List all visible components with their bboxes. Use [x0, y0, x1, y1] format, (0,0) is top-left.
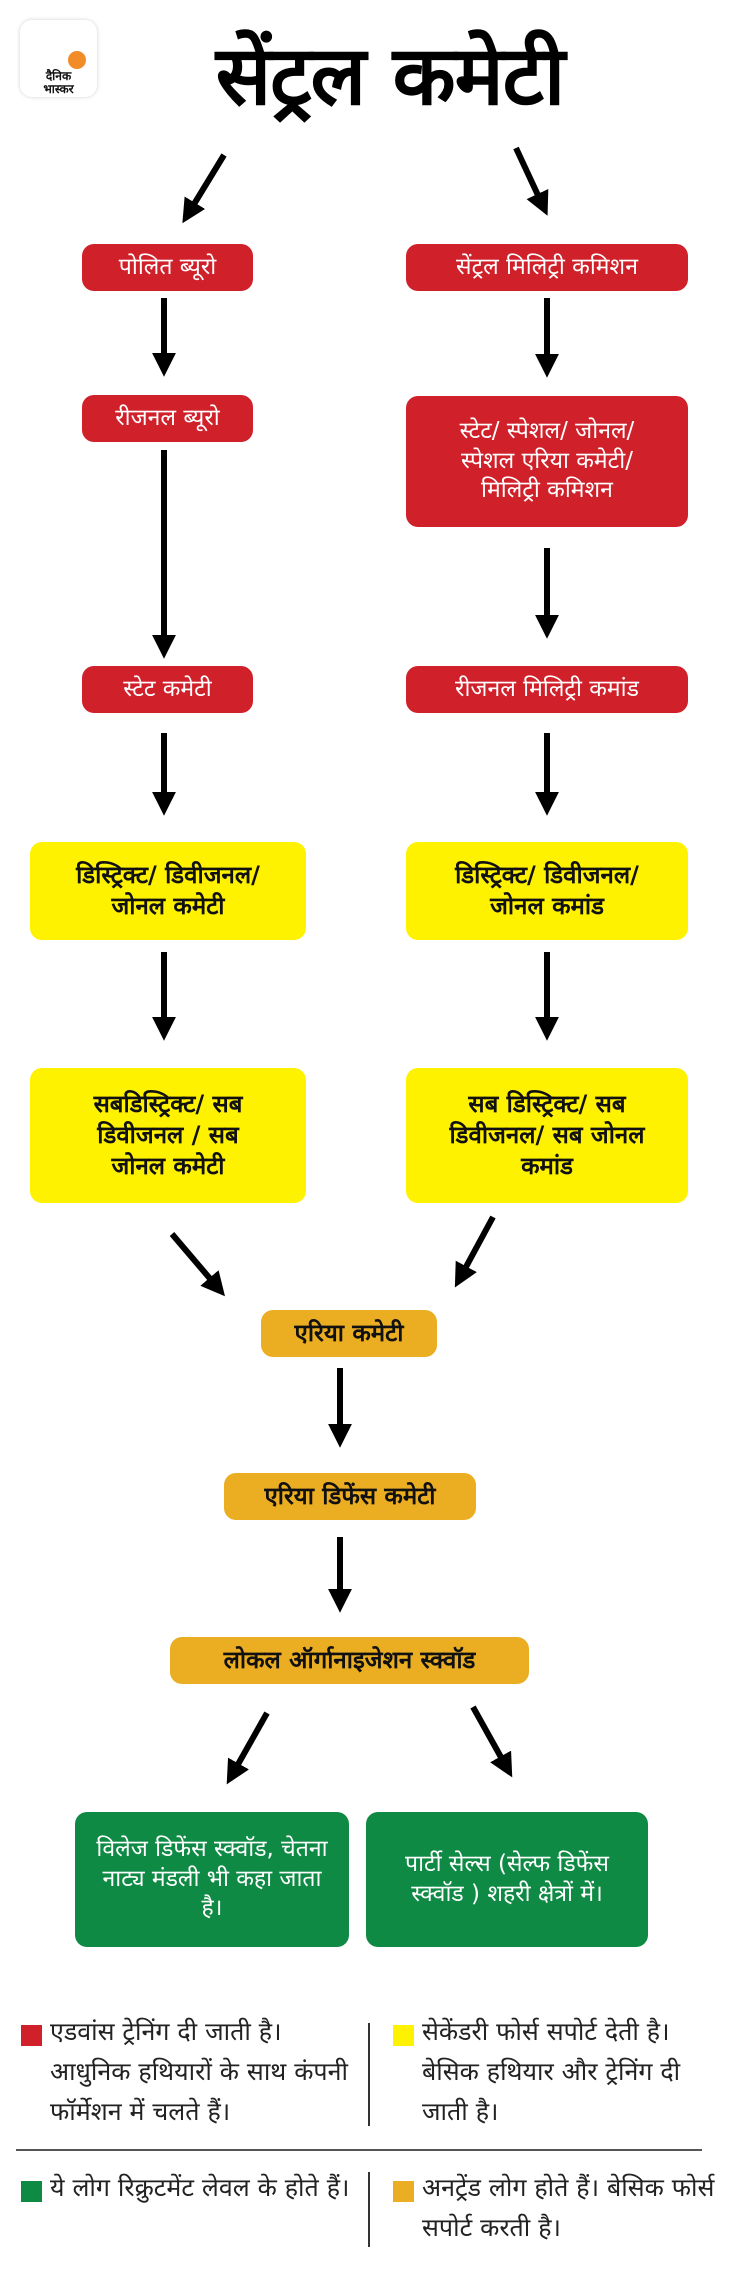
- box-label: विलेज डिफेंस स्क्वॉड, चेतना नाट्य मंडली …: [96, 1835, 328, 1922]
- box-area-committee: एरिया कमेटी: [261, 1310, 437, 1357]
- legend-yellow-swatch: [393, 2025, 414, 2046]
- arrow-squad-to-party: [470, 1705, 513, 1778]
- box-state-special-zonal-committee: स्टेट/ स्पेशल/ जोनल/ स्पेशल एरिया कमेटी/…: [406, 396, 688, 527]
- box-subdistrict-committee: सबडिस्ट्रिक्ट/ सब डिवीजनल / सब जोनल कमेट…: [30, 1068, 306, 1203]
- box-label: एरिया डिफेंस कमेटी: [264, 1481, 436, 1510]
- page-title: सेंट्रल कमेटी: [215, 29, 565, 124]
- box-label: स्टेट कमेटी: [123, 675, 212, 702]
- legend-divider-bottom: [368, 2172, 370, 2247]
- legend-divider-top: [368, 2023, 370, 2126]
- box-district-command: डिस्ट्रिक्ट/ डिवीजनल/ जोनल कमांड: [406, 842, 688, 940]
- arrow-squad-to-village: [226, 1711, 270, 1785]
- box-regional-military-command: रीजनल मिलिट्री कमांड: [406, 666, 688, 713]
- box-label: पोलित ब्यूरो: [118, 253, 217, 280]
- legend-divider-horizontal: [16, 2149, 702, 2151]
- arrow-title-to-cmc: [513, 146, 549, 216]
- legend-yellow-text: सेकेंडरी फोर्स सपोर्ट देती है।बेसिक हथिय…: [422, 2017, 681, 2126]
- legend-red-swatch: [21, 2025, 42, 2046]
- box-label: एरिया कमेटी: [294, 1318, 404, 1347]
- legend-orange-text: अनट्रेंड लोग होते हैं। बेसिक फोर्स सपोर्…: [422, 2173, 715, 2242]
- box-village-defense-squad: विलेज डिफेंस स्क्वॉड, चेतना नाट्य मंडली …: [75, 1812, 349, 1947]
- box-local-organisation-squad: लोकल ऑर्गानाइजेशन स्क्वॉड: [170, 1637, 529, 1684]
- box-label: रीजनल मिलिट्री कमांड: [455, 675, 639, 702]
- arrow-title-to-politburo: [182, 153, 227, 224]
- legend-green-swatch: [21, 2181, 42, 2202]
- box-label: सब डिस्ट्रिक्ट/ सब डिवीजनल/ सब जोनल कमां…: [449, 1089, 645, 1181]
- box-state-committee: स्टेट कमेटी: [82, 666, 253, 713]
- dainik-bhaskar-logo: दैनिक भास्कर: [20, 20, 97, 97]
- box-label: स्टेट/ स्पेशल/ जोनल/ स्पेशल एरिया कमेटी/…: [459, 417, 635, 504]
- box-label: सबडिस्ट्रिक्ट/ सब डिवीजनल / सब जोनल कमेट…: [93, 1089, 243, 1181]
- box-party-cells: पार्टी सेल्स (सेल्फ डिफेंस स्क्वॉड ) शहर…: [366, 1812, 648, 1947]
- logo-line-1: दैनिक: [45, 69, 72, 83]
- box-politburo: पोलित ब्यूरो: [82, 244, 253, 291]
- box-label: लोकल ऑर्गानाइजेशन स्क्वॉड: [223, 1645, 476, 1674]
- legend-red-text: एडवांस ट्रेनिंग दी जाती है। आधुनिक हथिया…: [50, 2017, 348, 2126]
- box-label: सेंट्रल मिलिट्री कमिशन: [456, 253, 638, 280]
- legend-green-text: ये लोग रिक्रुटमेंट लेवल के होते हैं।: [50, 2173, 350, 2202]
- sun-dot-icon: [68, 51, 86, 69]
- box-regional-bureau: रीजनल ब्यूरो: [82, 395, 253, 442]
- box-label: पार्टी सेल्स (सेल्फ डिफेंस स्क्वॉड ) शहर…: [405, 1850, 609, 1907]
- legend-orange-swatch: [393, 2181, 414, 2202]
- logo-line-2: भास्कर: [43, 82, 74, 96]
- box-central-military-commission: सेंट्रल मिलिट्री कमिशन: [406, 244, 688, 291]
- arrow-right-to-area: [454, 1215, 496, 1288]
- box-area-defense-committee: एरिया डिफेंस कमेटी: [224, 1473, 476, 1520]
- box-label: डिस्ट्रिक्ट/ डिवीजनल/ जोनल कमेटी: [76, 860, 260, 920]
- arrow-left-to-area: [169, 1232, 226, 1297]
- box-label: रीजनल ब्यूरो: [115, 404, 220, 431]
- box-label: डिस्ट्रिक्ट/ डिवीजनल/ जोनल कमांड: [455, 860, 639, 920]
- box-district-committee: डिस्ट्रिक्ट/ डिवीजनल/ जोनल कमेटी: [30, 842, 306, 940]
- box-subdistrict-command: सब डिस्ट्रिक्ट/ सब डिवीजनल/ सब जोनल कमां…: [406, 1068, 688, 1203]
- logo-text: दैनिक भास्कर: [20, 70, 97, 96]
